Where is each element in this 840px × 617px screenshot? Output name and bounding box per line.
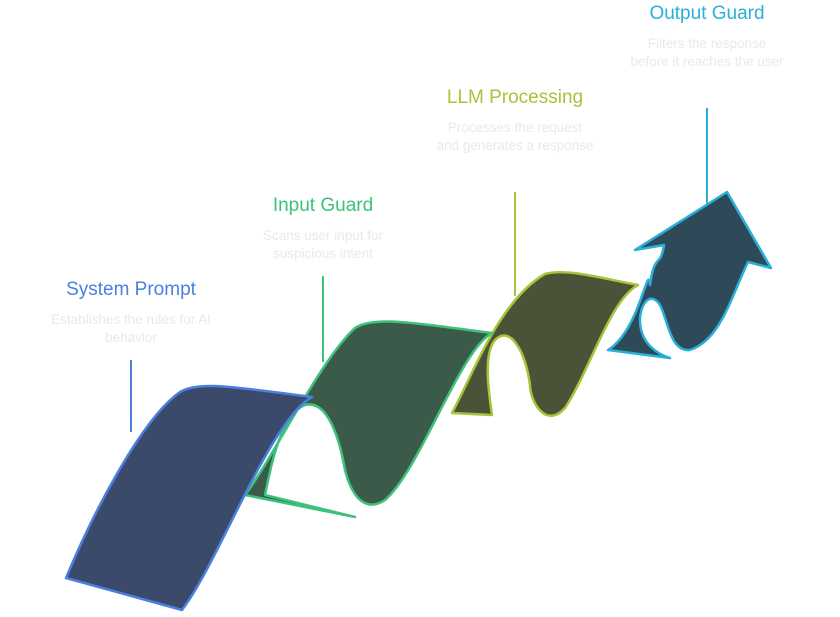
step-description: Establishes the rules for AI behavior — [51, 312, 211, 345]
step-title: Input Guard — [272, 195, 374, 216]
step-output-guard: Output Guard Filters the response before… — [627, 3, 787, 71]
step-description: Scans user input for suspicious intent — [262, 228, 384, 261]
ribbon-segment-output-guard — [606, 190, 773, 360]
step-title: LLM Processing — [446, 87, 584, 108]
step-input-guard: Input Guard Scans user input for suspici… — [243, 195, 403, 263]
step-title: Output Guard — [649, 3, 765, 24]
step-title: System Prompt — [66, 279, 196, 300]
step-description: Processes the request and generates a re… — [436, 120, 594, 153]
step-system-prompt: System Prompt Establishes the rules for … — [41, 279, 221, 347]
ribbon-segment-llm-processing — [450, 270, 640, 417]
ribbon-segment-input-guard — [243, 320, 494, 519]
step-description: Filters the response before it reaches t… — [630, 36, 784, 69]
step-llm-processing: LLM Processing Processes the request and… — [435, 87, 595, 155]
ribbon-segment-system-prompt — [64, 384, 314, 612]
